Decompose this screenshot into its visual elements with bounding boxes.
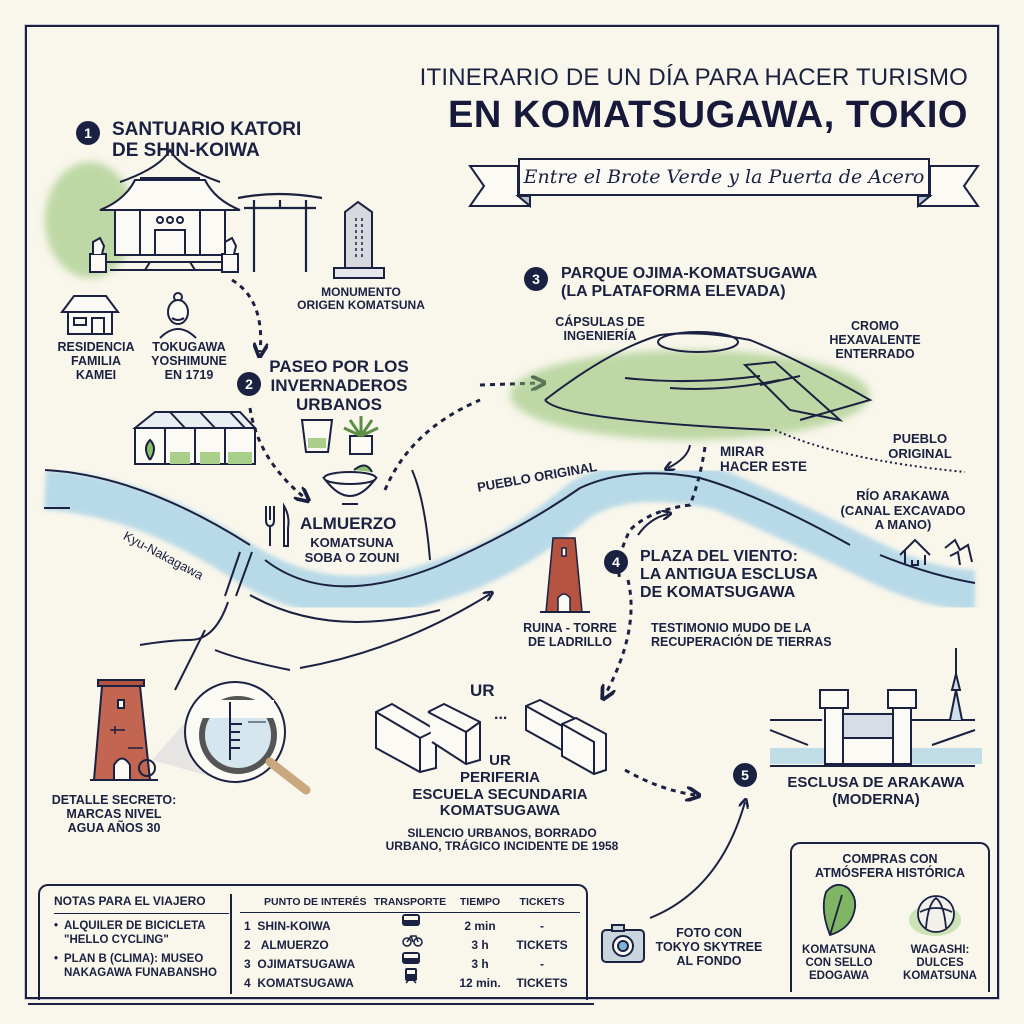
notes-divider xyxy=(230,894,232,994)
look-here-label: MIRAR HACER ESTE xyxy=(720,444,808,475)
table-row: 1 SHIN-KOIWA 2 min - xyxy=(240,916,580,935)
notes-heading: NOTAS PARA EL VIAJERO xyxy=(54,894,229,914)
row-tickets: - xyxy=(540,956,544,971)
row-time: 3 h xyxy=(471,937,489,952)
traveler-notes-panel: NOTAS PARA EL VIAJERO ALQUILER DE BICICL… xyxy=(38,884,588,1000)
river-arakawa-label: RÍO ARAKAWA (CANAL EXCAVADO A MANO) xyxy=(840,488,966,533)
row-place: KOMATSUGAWA xyxy=(257,975,354,990)
row-num: 4 xyxy=(244,975,251,990)
notes-item: ALQUILER DE BICICLETA "HELLO CYCLING" xyxy=(54,920,229,947)
ur-ellipsis: ... xyxy=(494,706,508,723)
ur-top-label: UR xyxy=(470,681,495,700)
col-header-tickets: TICKETS xyxy=(519,896,565,908)
monument-label: MONUMENTO ORIGEN KOMATSUNA xyxy=(297,285,425,313)
col-header-time: TIEMPO xyxy=(459,896,501,908)
row-num: 1 xyxy=(244,918,251,933)
stop-5-title: ESCLUSA DE ARAKAWA (MODERNA) xyxy=(787,774,965,808)
notes-item: PLAN B (CLIMA): MUSEO NAKAGAWA FUNABANSH… xyxy=(54,953,229,980)
stop-4-badge: 4 xyxy=(604,550,628,574)
poster-frame xyxy=(25,25,999,999)
schedule-table: PUNTO DE INTERÉS TRANSPORTE TIEMPO TICKE… xyxy=(240,896,580,992)
tokugawa-label: TOKUGAWA YOSHIMUNE EN 1719 xyxy=(151,340,227,382)
title-line-2: EN KOMATSUGAWA, TOKIO xyxy=(448,94,968,136)
shopping-item-komatsuna: KOMATSUNA CON SELLO EDOGAWA xyxy=(802,944,876,982)
stop-4-title: PLAZA DEL VIENTO: LA ANTIGUA ESCLUSA DE … xyxy=(640,548,818,601)
table-row: 3 OJIMATSUGAWA 3 h - xyxy=(240,954,580,973)
kamei-residence-label: RESIDENCIA FAMILIA KAMEI xyxy=(57,340,135,382)
row-tickets: - xyxy=(540,918,544,933)
shopping-item-wagashi: WAGASHI: DULCES KOMATSUNA xyxy=(903,944,977,982)
row-num: 3 xyxy=(244,956,251,971)
ur-block-lines: UR PERIFERIA ESCUELA SECUNDARIA KOMATSUG… xyxy=(412,752,588,820)
notes-column: NOTAS PARA EL VIAJERO ALQUILER DE BICICL… xyxy=(54,894,229,986)
row-place: OJIMATSUGAWA xyxy=(257,956,356,971)
row-place: SHIN-KOIWA xyxy=(257,918,331,933)
notes-bottom-rule xyxy=(28,1003,594,1005)
row-tickets: TICKETS xyxy=(516,937,568,952)
row-tickets: TICKETS xyxy=(516,975,568,990)
table-row: 4 KOMATSUGAWA 12 min. TICKETS xyxy=(240,973,580,992)
lunch-title: ALMUERZO xyxy=(300,514,397,533)
stop-2-title: PASEO POR LOS INVERNADEROS URBANOS xyxy=(269,357,409,415)
shopping-panel: COMPRAS CON ATMÓSFERA HISTÓRICA KOMATSUN… xyxy=(790,842,990,992)
lunch-detail: KOMATSUNA SOBA O ZOUNI xyxy=(304,535,400,565)
col-header-poi: PUNTO DE INTERÉS xyxy=(264,896,367,908)
pueblo-original-label: PUEBLO ORIGINAL xyxy=(888,431,952,461)
brick-tower-label: RUINA - TORRE DE LADRILLO xyxy=(523,621,617,649)
photo-tip-label: FOTO CON TOKYO SKYTREE AL FONDO xyxy=(655,926,763,968)
table-row: 2 ALMUERZO 3 h TICKETS xyxy=(240,935,580,954)
row-time: 2 min xyxy=(464,918,496,933)
hexavalent-chromium-label: CROMO HEXAVALENTE ENTERRADO xyxy=(829,319,921,361)
stop-3-title: PARQUE OJIMA-KOMATSUGAWA (LA PLATAFORMA … xyxy=(561,265,818,300)
table-header: PUNTO DE INTERÉS TRANSPORTE TIEMPO TICKE… xyxy=(240,896,580,913)
ur-block-note: SILENCIO URBANOS, BORRADO URBANO, TRÁGIC… xyxy=(385,826,619,854)
stop-1-title: SANTUARIO KATORI DE SHIN-KOIWA xyxy=(112,119,302,162)
row-time: 3 h xyxy=(471,956,489,971)
row-time: 12 min. xyxy=(459,975,501,990)
shopping-heading: COMPRAS CON ATMÓSFERA HISTÓRICA xyxy=(815,852,965,880)
title-line-1: ITINERARIO DE UN DÍA PARA HACER TURISMO xyxy=(419,64,968,91)
stop-2-badge: 2 xyxy=(237,372,261,396)
engineering-capsules-label: CÁPSULAS DE INGENIERÍA xyxy=(555,315,645,343)
land-reclamation-label: TESTIMONIO MUDO DE LA RECUPERACIÓN DE TI… xyxy=(651,621,832,649)
subtitle-ribbon: Entre el Brote Verde y la Puerta de Acer… xyxy=(518,158,930,196)
row-place: ALMUERZO xyxy=(260,937,329,952)
secret-detail-label: DETALLE SECRETO: MARCAS NIVEL AGUA AÑOS … xyxy=(51,793,177,835)
row-num: 2 xyxy=(244,937,251,952)
col-header-transport: TRANSPORTE xyxy=(373,896,447,908)
stop-5-badge: 5 xyxy=(733,763,757,787)
stop-1-badge: 1 xyxy=(76,121,100,145)
stop-3-badge: 3 xyxy=(524,267,548,291)
